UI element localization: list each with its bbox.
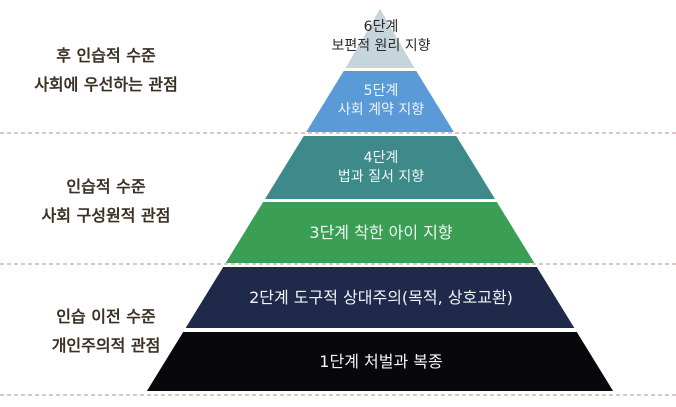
stage-2-band: [185, 267, 575, 328]
stage-6-band: [345, 9, 415, 68]
stage-1-label: 1단계 처벌과 복종: [319, 352, 442, 371]
level-post-conventional: 후 인습적 수준 사회에 우선하는 관점: [0, 41, 212, 99]
stage-number: 6단계: [363, 19, 399, 35]
stage-5-band: [306, 71, 454, 132]
level-perspective: 개인주의적 관점: [51, 336, 161, 355]
stage-3-label: 3단계 착한 아이 지향: [309, 223, 452, 242]
stage-description: 2단계 도구적 상대주의(목적, 상호교환): [249, 288, 513, 307]
stage-description: 사회 계약 지향: [337, 102, 425, 118]
level-perspective: 사회 구성원적 관점: [41, 206, 171, 225]
stage-5-label: 5단계 사회 계약 지향: [338, 82, 424, 120]
stage-description: 1단계 처벌과 복종: [319, 352, 443, 371]
level-title: 인습 이전 수준: [56, 307, 156, 326]
level-perspective: 사회에 우선하는 관점: [34, 75, 178, 94]
stage-number: 4단계: [363, 150, 399, 166]
level-pre-conventional: 인습 이전 수준 개인주의적 관점: [0, 302, 212, 360]
level-title: 후 인습적 수준: [56, 46, 156, 65]
stage-number: 5단계: [363, 83, 399, 99]
level-conventional: 인습적 수준 사회 구성원적 관점: [0, 172, 212, 230]
stage-3-band: [225, 202, 535, 263]
stage-description: 보편적 원리 지향: [331, 38, 431, 54]
stage-description: 3단계 착한 아이 지향: [309, 223, 453, 242]
stage-4-label: 4단계 법과 질서 지향: [338, 149, 424, 187]
stage-2-label: 2단계 도구적 상대주의(목적, 상호교환): [249, 288, 513, 307]
stage-description: 법과 질서 지향: [337, 169, 425, 185]
level-title: 인습적 수준: [66, 177, 146, 196]
stage-6-label: 6단계 보편적 원리 지향: [331, 18, 430, 56]
stage-1-band: [146, 332, 614, 391]
stage-4-band: [264, 136, 496, 199]
